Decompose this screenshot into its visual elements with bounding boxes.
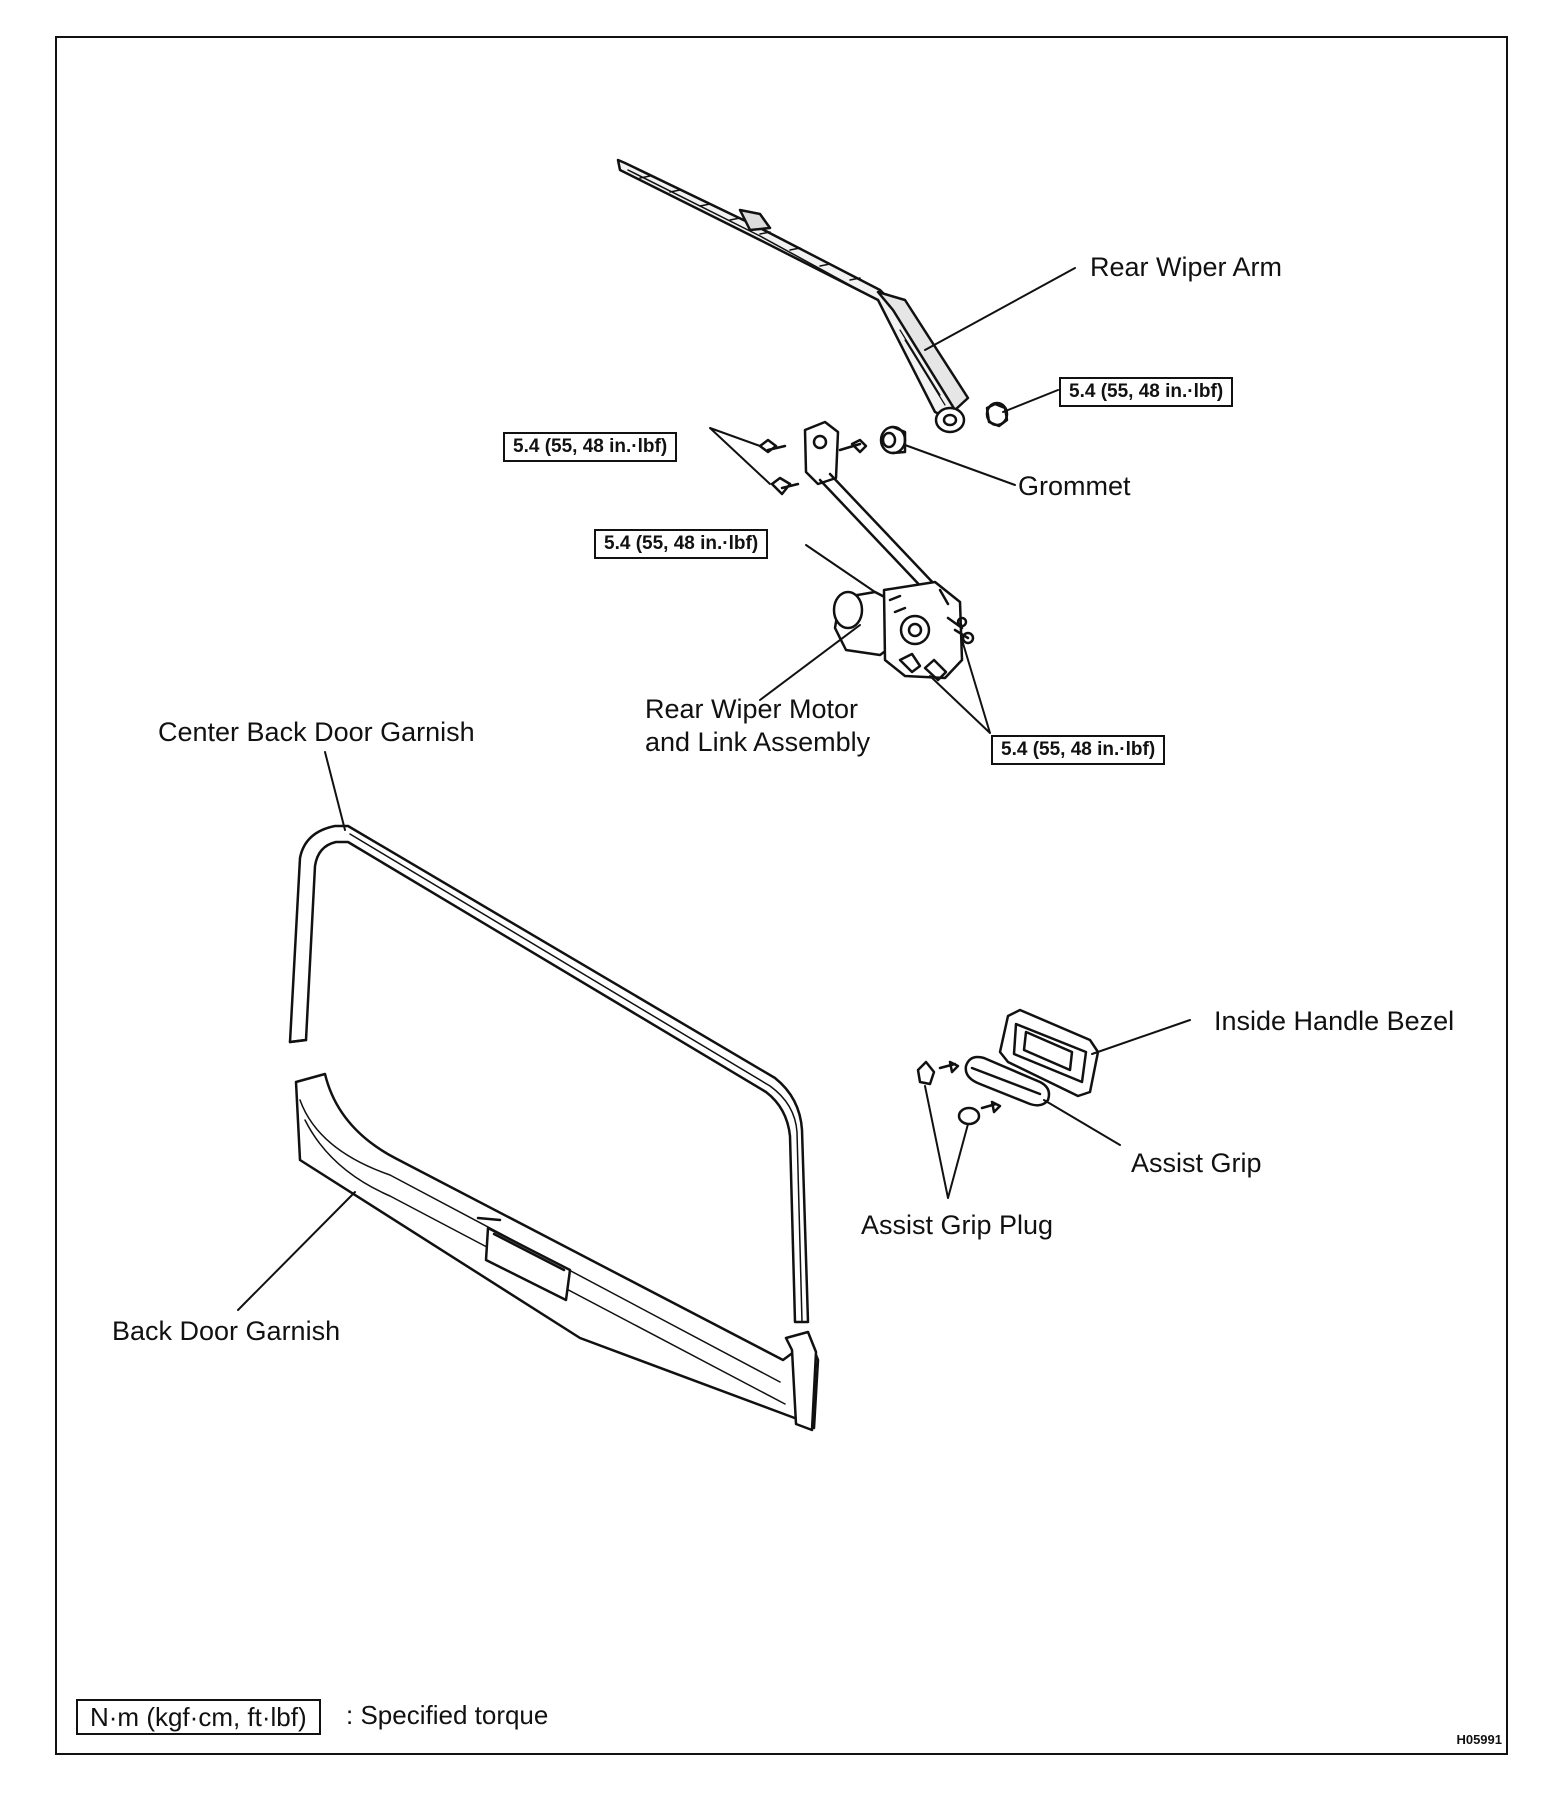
center-back-door-garnish-part bbox=[288, 824, 810, 1324]
figure-code: H05991 bbox=[1456, 1732, 1502, 1747]
torque-motor-upper: 5.4 (55, 48 in.·lbf) bbox=[594, 529, 769, 559]
leader-assist-grip-plug bbox=[924, 1085, 969, 1199]
grommet-part bbox=[879, 425, 907, 455]
label-center-back-door-garnish: Center Back Door Garnish bbox=[158, 717, 475, 747]
leader-lines bbox=[237, 267, 1191, 1311]
leader-inside-handle-bezel bbox=[1091, 1019, 1191, 1055]
torque-pivot-bolts: 5.4 (55, 48 in.·lbf) bbox=[503, 432, 678, 462]
label-assist-grip: Assist Grip bbox=[1131, 1148, 1262, 1178]
back-door-garnish-part bbox=[294, 1072, 820, 1432]
leader-motor bbox=[759, 624, 861, 701]
rear-wiper-arm-part bbox=[616, 158, 970, 434]
leader-grommet bbox=[904, 444, 1016, 486]
leader-pivot-bolts bbox=[709, 427, 771, 485]
legend-unit-box: N·m (kgf·cm, ft·lbf) bbox=[76, 1699, 321, 1735]
wiper-motor-part bbox=[832, 580, 975, 682]
leader-arm-nut bbox=[1002, 389, 1059, 413]
label-rear-wiper-motor-line1: Rear Wiper Motor bbox=[645, 694, 859, 724]
assist-grip-plugs-part bbox=[916, 1060, 1002, 1126]
pivot-bracket-part bbox=[758, 420, 868, 496]
leader-rear-wiper-arm bbox=[924, 267, 1076, 351]
assist-grip-part bbox=[964, 1055, 1051, 1107]
torque-motor-lower: 5.4 (55, 48 in.·lbf) bbox=[991, 735, 1166, 765]
inside-handle-bezel-part bbox=[998, 1008, 1100, 1098]
leader-center-garnish bbox=[324, 751, 346, 831]
diagram-frame bbox=[55, 36, 1508, 1755]
label-grommet: Grommet bbox=[1018, 471, 1131, 501]
leader-motor-upper bbox=[805, 544, 876, 593]
label-back-door-garnish: Back Door Garnish bbox=[112, 1316, 341, 1346]
leader-assist-grip bbox=[1043, 1099, 1121, 1146]
label-rear-wiper-arm: Rear Wiper Arm bbox=[1090, 252, 1283, 282]
leader-back-door-garnish bbox=[237, 1191, 356, 1311]
label-inside-handle-bezel: Inside Handle Bezel bbox=[1214, 1006, 1455, 1036]
arm-nut-part bbox=[985, 401, 1009, 428]
label-assist-grip-plug: Assist Grip Plug bbox=[861, 1210, 1054, 1240]
legend-description: : Specified torque bbox=[346, 1700, 549, 1730]
label-rear-wiper-motor-line2: and Link Assembly bbox=[645, 727, 871, 757]
leader-motor-lower bbox=[929, 639, 991, 734]
torque-arm-nut: 5.4 (55, 48 in.·lbf) bbox=[1059, 377, 1234, 407]
